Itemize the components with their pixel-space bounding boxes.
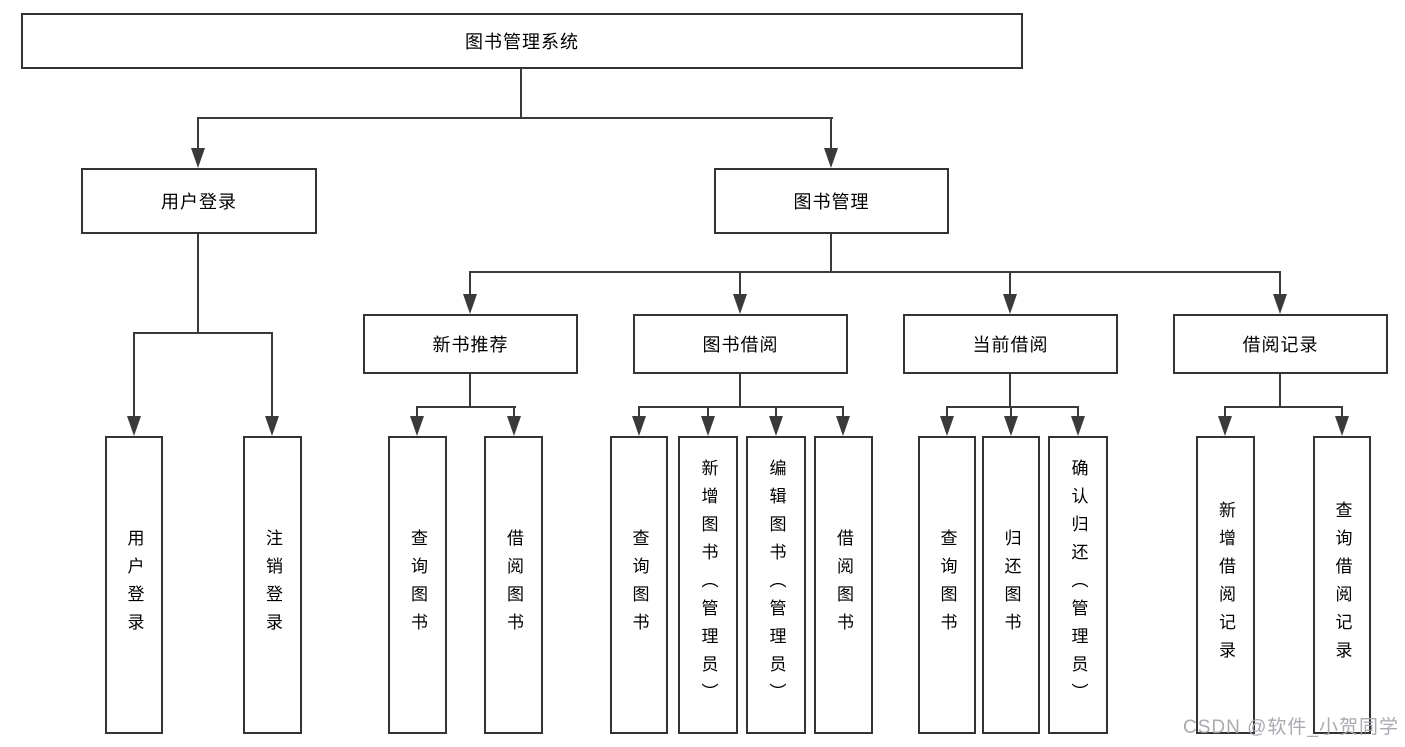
- arrow-down-icon: [1003, 294, 1017, 314]
- leaf-add-borrow-record-label: 新增借阅记录: [1216, 501, 1235, 669]
- leaf-edit-book-admin-label: 编辑图书（管理员）: [766, 459, 786, 711]
- connector-new-book-bar: [416, 406, 516, 408]
- leaf-add-borrow-record: 新增借阅记录: [1196, 436, 1255, 734]
- connector-user-login-bar: [133, 332, 273, 334]
- leaf-logout: 注销登录: [243, 436, 302, 734]
- arrow-down-icon: [1004, 416, 1018, 436]
- leaf-borrow-book-recommend: 借阅图书: [484, 436, 543, 734]
- connector-book-borrow-bar: [638, 406, 844, 408]
- connector-borrow-record-bar: [1224, 406, 1343, 408]
- arrow-down-icon: [410, 416, 424, 436]
- leaf-borrow-book-recommend-label: 借阅图书: [504, 529, 523, 641]
- connector-leg-leaf: [638, 406, 640, 418]
- connector-book-management-bar: [469, 271, 1281, 273]
- leaf-add-book-admin: 新增图书（管理员）: [678, 436, 738, 734]
- leaf-confirm-return-admin-label: 确认归还（管理员）: [1068, 459, 1088, 711]
- connector-leg-level3: [739, 271, 741, 296]
- connector-leg-book-management: [830, 117, 832, 152]
- connector-leg-leaf: [416, 406, 418, 418]
- arrow-down-icon: [701, 416, 715, 436]
- arrow-down-icon: [1335, 416, 1349, 436]
- arrow-down-icon: [1218, 416, 1232, 436]
- connector-borrow-record-stem: [1279, 374, 1281, 408]
- arrow-down-icon: [1273, 294, 1287, 314]
- connector-leg-leaf: [1077, 406, 1079, 418]
- connector-user-login-stem: [197, 234, 199, 334]
- connector-leg-level3: [469, 271, 471, 296]
- node-current-borrow-label: 当前借阅: [972, 335, 1049, 355]
- node-new-book-recommend-label: 新书推荐: [432, 335, 509, 355]
- connector-new-book-stem: [469, 374, 471, 408]
- arrow-down-icon: [507, 416, 521, 436]
- connector-leg-leaf: [133, 332, 135, 418]
- connector-book-management-stem: [830, 234, 832, 273]
- leaf-search-book-current: 查询图书: [918, 436, 976, 734]
- arrow-down-icon: [632, 416, 646, 436]
- connector-leg-leaf: [775, 406, 777, 418]
- leaf-return-book: 归还图书: [982, 436, 1040, 734]
- node-user-login: 用户登录: [81, 168, 317, 234]
- leaf-search-book-borrow-label: 查询图书: [629, 529, 649, 641]
- leaf-edit-book-admin: 编辑图书（管理员）: [746, 436, 806, 734]
- leaf-search-book-recommend-label: 查询图书: [408, 529, 427, 641]
- leaf-confirm-return-admin: 确认归还（管理员）: [1048, 436, 1108, 734]
- node-root: 图书管理系统: [21, 13, 1023, 69]
- connector-leg-user-login: [197, 117, 199, 152]
- node-user-login-label: 用户登录: [161, 192, 237, 212]
- connector-current-borrow-bar: [946, 406, 1079, 408]
- node-borrow-record-label: 借阅记录: [1242, 335, 1319, 355]
- arrow-down-icon: [1071, 416, 1085, 436]
- connector-leg-leaf: [271, 332, 273, 418]
- connector-book-borrow-stem: [739, 374, 741, 408]
- node-book-management-label: 图书管理: [793, 192, 870, 212]
- node-root-label: 图书管理系统: [465, 32, 579, 52]
- leaf-logout-label: 注销登录: [263, 529, 282, 641]
- node-new-book-recommend: 新书推荐: [363, 314, 578, 374]
- arrow-down-icon: [733, 294, 747, 314]
- arrow-down-icon: [191, 148, 205, 168]
- arrow-down-icon: [127, 416, 141, 436]
- connector-leg-leaf: [1224, 406, 1226, 418]
- leaf-user-login: 用户登录: [105, 436, 163, 734]
- connector-leg-leaf: [707, 406, 709, 418]
- connector-root-stem: [520, 69, 522, 119]
- leaf-search-book-recommend: 查询图书: [388, 436, 447, 734]
- arrow-down-icon: [769, 416, 783, 436]
- leaf-search-borrow-record: 查询借阅记录: [1313, 436, 1371, 734]
- connector-leg-level3: [1009, 271, 1011, 296]
- leaf-search-borrow-record-label: 查询借阅记录: [1332, 501, 1352, 669]
- connector-leg-level3: [1279, 271, 1281, 296]
- node-book-borrow-label: 图书借阅: [702, 335, 779, 355]
- arrow-down-icon: [824, 148, 838, 168]
- leaf-search-book-current-label: 查询图书: [937, 529, 957, 641]
- connector-current-borrow-stem: [1009, 374, 1011, 408]
- node-book-management: 图书管理: [714, 168, 949, 234]
- connector-leg-leaf: [513, 406, 515, 418]
- leaf-borrow-book: 借阅图书: [814, 436, 873, 734]
- connector-root-bar: [197, 117, 833, 119]
- watermark: CSDN @软件_小贺同学: [1183, 717, 1399, 738]
- node-book-borrow: 图书借阅: [633, 314, 848, 374]
- leaf-search-book-borrow: 查询图书: [610, 436, 668, 734]
- leaf-borrow-book-label: 借阅图书: [834, 529, 853, 641]
- connector-leg-leaf: [1341, 406, 1343, 418]
- node-borrow-record: 借阅记录: [1173, 314, 1388, 374]
- leaf-add-book-admin-label: 新增图书（管理员）: [698, 459, 718, 711]
- arrow-down-icon: [836, 416, 850, 436]
- arrow-down-icon: [463, 294, 477, 314]
- connector-leg-leaf: [946, 406, 948, 418]
- arrow-down-icon: [265, 416, 279, 436]
- connector-leg-leaf: [1010, 406, 1012, 418]
- node-current-borrow: 当前借阅: [903, 314, 1118, 374]
- leaf-return-book-label: 归还图书: [1001, 529, 1021, 641]
- leaf-user-login-label: 用户登录: [124, 529, 144, 641]
- connector-leg-leaf: [842, 406, 844, 418]
- arrow-down-icon: [940, 416, 954, 436]
